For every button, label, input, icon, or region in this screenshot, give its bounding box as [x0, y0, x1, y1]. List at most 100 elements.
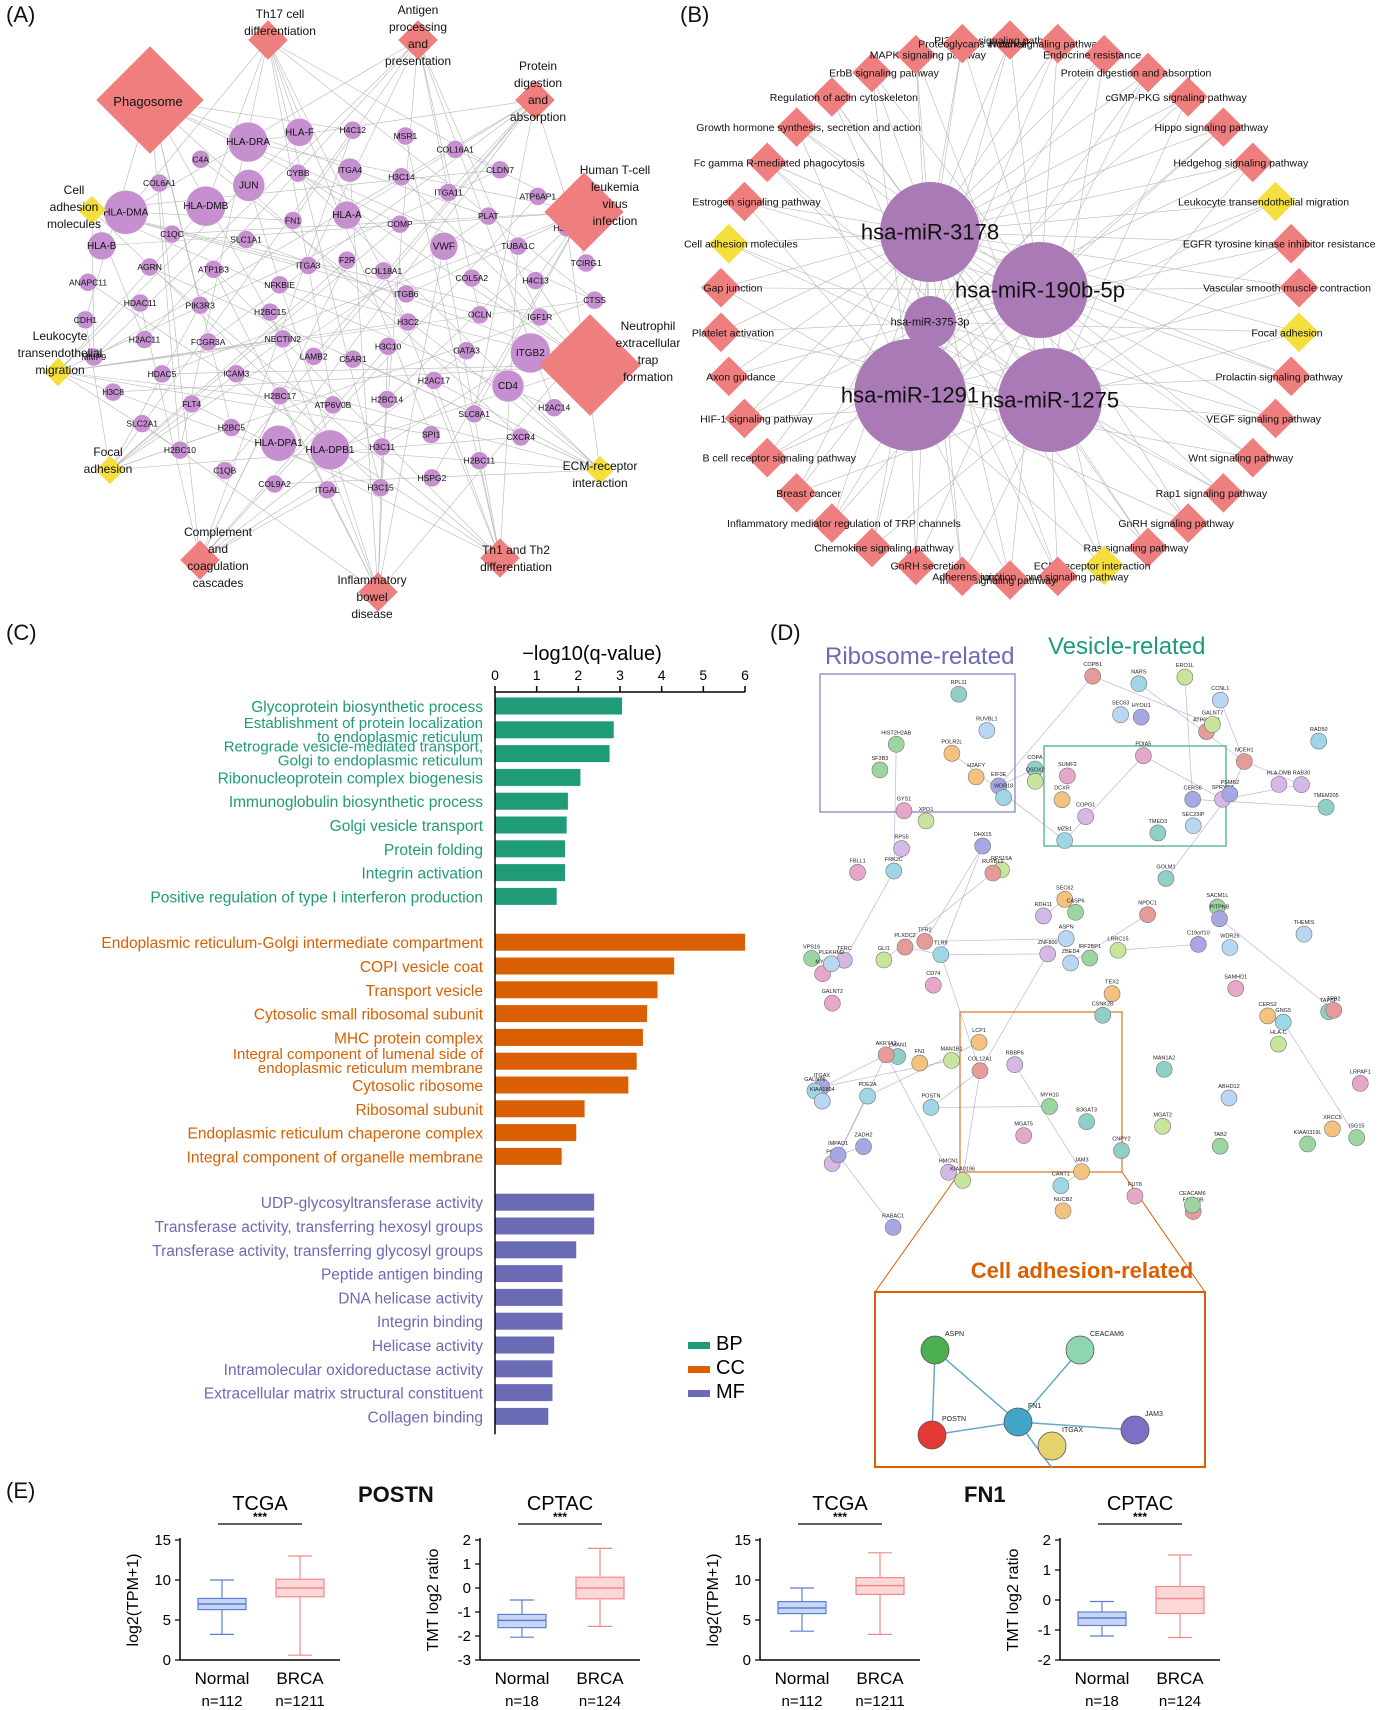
- gene-node-label: H3C8: [102, 387, 124, 397]
- protein-node: WDR18: [994, 784, 1013, 806]
- protein-node-circle: [1324, 1120, 1341, 1138]
- protein-node-circle: [1176, 668, 1194, 686]
- protein-node-label: PLXDC2: [894, 933, 915, 939]
- protein-node: COPG1: [1076, 803, 1095, 825]
- protein-node-circle: [1190, 936, 1207, 953]
- protein-node-circle: [1132, 708, 1150, 726]
- protein-node-label: TAB2: [1213, 1132, 1226, 1138]
- group-title-vesicle: Vesicle-related: [1048, 633, 1205, 660]
- network-edge: [248, 185, 379, 593]
- bar-label: DNA helicase activity: [338, 1290, 483, 1307]
- pathway-node-diamond: [776, 473, 817, 513]
- protein-node-label: EIF3E: [991, 772, 1007, 778]
- network-edge: [448, 99, 536, 193]
- protein-node-label: COPA: [1027, 755, 1043, 761]
- gene-node-circle: [309, 429, 351, 471]
- bar: [495, 1407, 549, 1425]
- protein-node-circle: [1081, 949, 1099, 967]
- bar: [495, 1100, 585, 1118]
- boxplot-title: TCGA: [812, 1493, 868, 1515]
- y-tick-label: -2: [458, 1628, 471, 1645]
- gene-node: SLC1A1: [230, 230, 262, 249]
- network-edge: [929, 231, 1300, 289]
- gene-node-label: COMP: [387, 219, 413, 229]
- network-edge: [267, 39, 595, 301]
- gene-node-circle: [390, 214, 410, 234]
- network-edge: [205, 39, 269, 207]
- gene-node-label: HLA-B: [87, 241, 117, 252]
- network-edge: [144, 39, 419, 340]
- gene-node: HLA-A: [332, 200, 362, 230]
- bar: [495, 697, 623, 715]
- protein-node-circle: [855, 1138, 872, 1155]
- network-edge: [213, 269, 379, 593]
- bar: [495, 721, 614, 739]
- bar-label: Integrin binding: [377, 1314, 483, 1331]
- protein-node: THEMIS: [1294, 920, 1315, 943]
- protein-node-label: TFR2: [918, 927, 932, 933]
- network-edge: [940, 953, 1048, 955]
- network-edge: [844, 870, 895, 961]
- gene-node-circle: [132, 414, 152, 433]
- pathway-node-label: Breast cancer: [776, 488, 841, 500]
- network-edge: [1014, 1064, 1082, 1172]
- pathway-node-diamond: [358, 572, 398, 612]
- protein-node-label: RBBP6: [1006, 1051, 1024, 1057]
- label-line: and: [208, 542, 228, 556]
- gene-node-label: NFKBIE: [264, 280, 295, 290]
- pathway-node-diamond: [1232, 142, 1273, 183]
- protein-node-label: H2AFY: [967, 763, 985, 769]
- network-edge: [85, 319, 111, 471]
- label-line: molecules: [47, 217, 101, 231]
- network-edge: [929, 231, 1253, 458]
- protein-node: NARS: [1130, 670, 1148, 692]
- protein-node-circle: [1325, 1001, 1343, 1019]
- network-edge: [417, 39, 449, 193]
- protein-node-circle: [1184, 1196, 1201, 1214]
- bar: [495, 1241, 577, 1259]
- gene-node-label: OCLN: [468, 310, 492, 320]
- network-edge: [109, 299, 595, 471]
- protein-node: TFRC: [836, 946, 853, 969]
- protein-node: GYS1: [895, 797, 913, 820]
- y-tick-label: 10: [154, 1572, 171, 1589]
- protein-node-label: SACM1L: [1206, 893, 1228, 899]
- protein-node: HLA-C: [1270, 1030, 1287, 1053]
- network-edge: [929, 231, 1011, 581]
- protein-node: POLR2L: [941, 739, 962, 762]
- gene-node-circle: [190, 296, 210, 315]
- network-edge: [998, 675, 1093, 787]
- protein-node-circle: [922, 1099, 940, 1116]
- gene-node: H4C12: [340, 120, 366, 140]
- network-edge: [236, 373, 601, 471]
- gene-node: H3C14: [388, 167, 415, 187]
- gene-node-label: H2BC10: [164, 445, 196, 455]
- network-edge: [929, 54, 1105, 323]
- gene-node-label: ANAPC11: [69, 277, 107, 287]
- pathway-node-label: Adherens junction: [932, 571, 1016, 583]
- gene-node: HLA-DPB1: [306, 429, 355, 471]
- inset-edge: [934, 1349, 1019, 1423]
- protein-node-label: CERS2: [1259, 1002, 1277, 1008]
- gene-node-label: JUN: [239, 180, 258, 191]
- label-line: Th17 cell: [256, 7, 305, 21]
- protein-node-circle: [859, 1087, 876, 1105]
- gene-node-label: FCGR3A: [191, 337, 226, 347]
- pathway-node-label: Gap junction: [704, 283, 763, 295]
- protein-node-label: HLA-DMB: [1267, 770, 1292, 776]
- network-edge: [199, 196, 539, 561]
- network-edge: [728, 243, 1051, 401]
- bar: [495, 981, 658, 999]
- protein-node-label: PLEKHM2: [819, 950, 845, 956]
- y-tick-label: 5: [163, 1612, 171, 1629]
- protein-node-label: MZB1: [1057, 827, 1072, 833]
- inset-node-circle: [920, 1335, 950, 1365]
- bar-label: Retrograde vesicle-mediated transport,: [224, 739, 483, 756]
- gene-node-label: SLC1A1: [230, 235, 262, 245]
- protein-node-label: TMEM205: [1313, 793, 1338, 799]
- pathway-node-diamond: [852, 527, 892, 568]
- protein-node-circle: [1348, 1129, 1365, 1146]
